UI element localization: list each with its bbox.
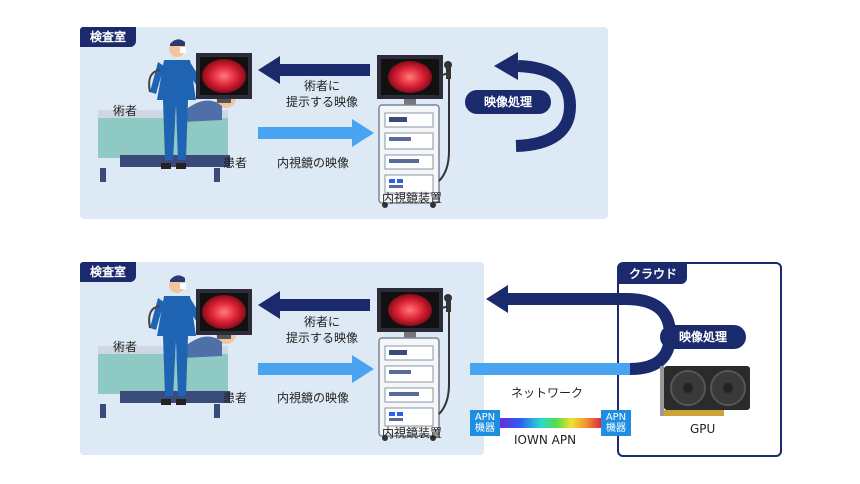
top-arrow-endoscope-video: [258, 119, 374, 147]
top-to-surgeon-line1: 術者に: [303, 79, 340, 93]
bottom-network-loop-arrow: [470, 285, 677, 375]
top-processing-pill: 映像処理: [465, 90, 551, 114]
bottom-to-surgeon-label: 術者に 提示する映像: [284, 314, 360, 346]
top-endoscope-cart: [376, 54, 453, 209]
bottom-exam-room-tag: 検査室: [80, 262, 137, 282]
top-endoscope-video-label: 内視鏡の映像: [277, 156, 350, 170]
apn-left-line1: APN: [474, 412, 496, 423]
bottom-device-label: 内視鏡装置: [382, 426, 443, 440]
iown-apn-label: IOWN APN: [514, 433, 577, 447]
top-to-surgeon-label: 術者に 提示する映像: [284, 78, 360, 110]
network-label: ネットワーク: [511, 386, 584, 400]
top-to-surgeon-line2: 提示する映像: [285, 95, 358, 109]
gpu-label: GPU: [690, 422, 716, 436]
top-patient-label: 患者: [223, 156, 248, 170]
apn-left-line2: 機器: [475, 423, 495, 434]
top-processing-loop-arrow: [494, 52, 577, 152]
top-device-label: 内視鏡装置: [382, 191, 443, 205]
bottom-to-surgeon-line2: 提示する映像: [285, 331, 358, 345]
cloud-box: [617, 262, 782, 457]
bottom-surgeon-label: 術者: [113, 340, 138, 354]
top-exam-room-tag: 検査室: [80, 27, 137, 47]
apn-device-right: APN 機器: [601, 410, 631, 436]
apn-right-line1: APN: [605, 412, 627, 423]
bottom-arrow-endoscope-video: [258, 355, 374, 383]
apn-right-line2: 機器: [606, 423, 626, 434]
bottom-endoscope-cart: [376, 287, 453, 442]
bottom-to-surgeon-line1: 術者に: [303, 315, 340, 329]
top-surgeon-label: 術者: [113, 104, 138, 118]
cloud-tag: クラウド: [619, 264, 688, 284]
bottom-patient-label: 患者: [223, 391, 248, 405]
bottom-endoscope-video-label: 内視鏡の映像: [277, 391, 350, 405]
cloud-processing-pill: 映像処理: [660, 325, 746, 349]
iown-apn-link: [500, 418, 602, 428]
apn-device-left: APN 機器: [470, 410, 500, 436]
top-arrow-to-surgeon: [258, 56, 370, 84]
gpu-card-icon: [660, 366, 750, 416]
bottom-arrow-to-surgeon: [258, 291, 370, 319]
